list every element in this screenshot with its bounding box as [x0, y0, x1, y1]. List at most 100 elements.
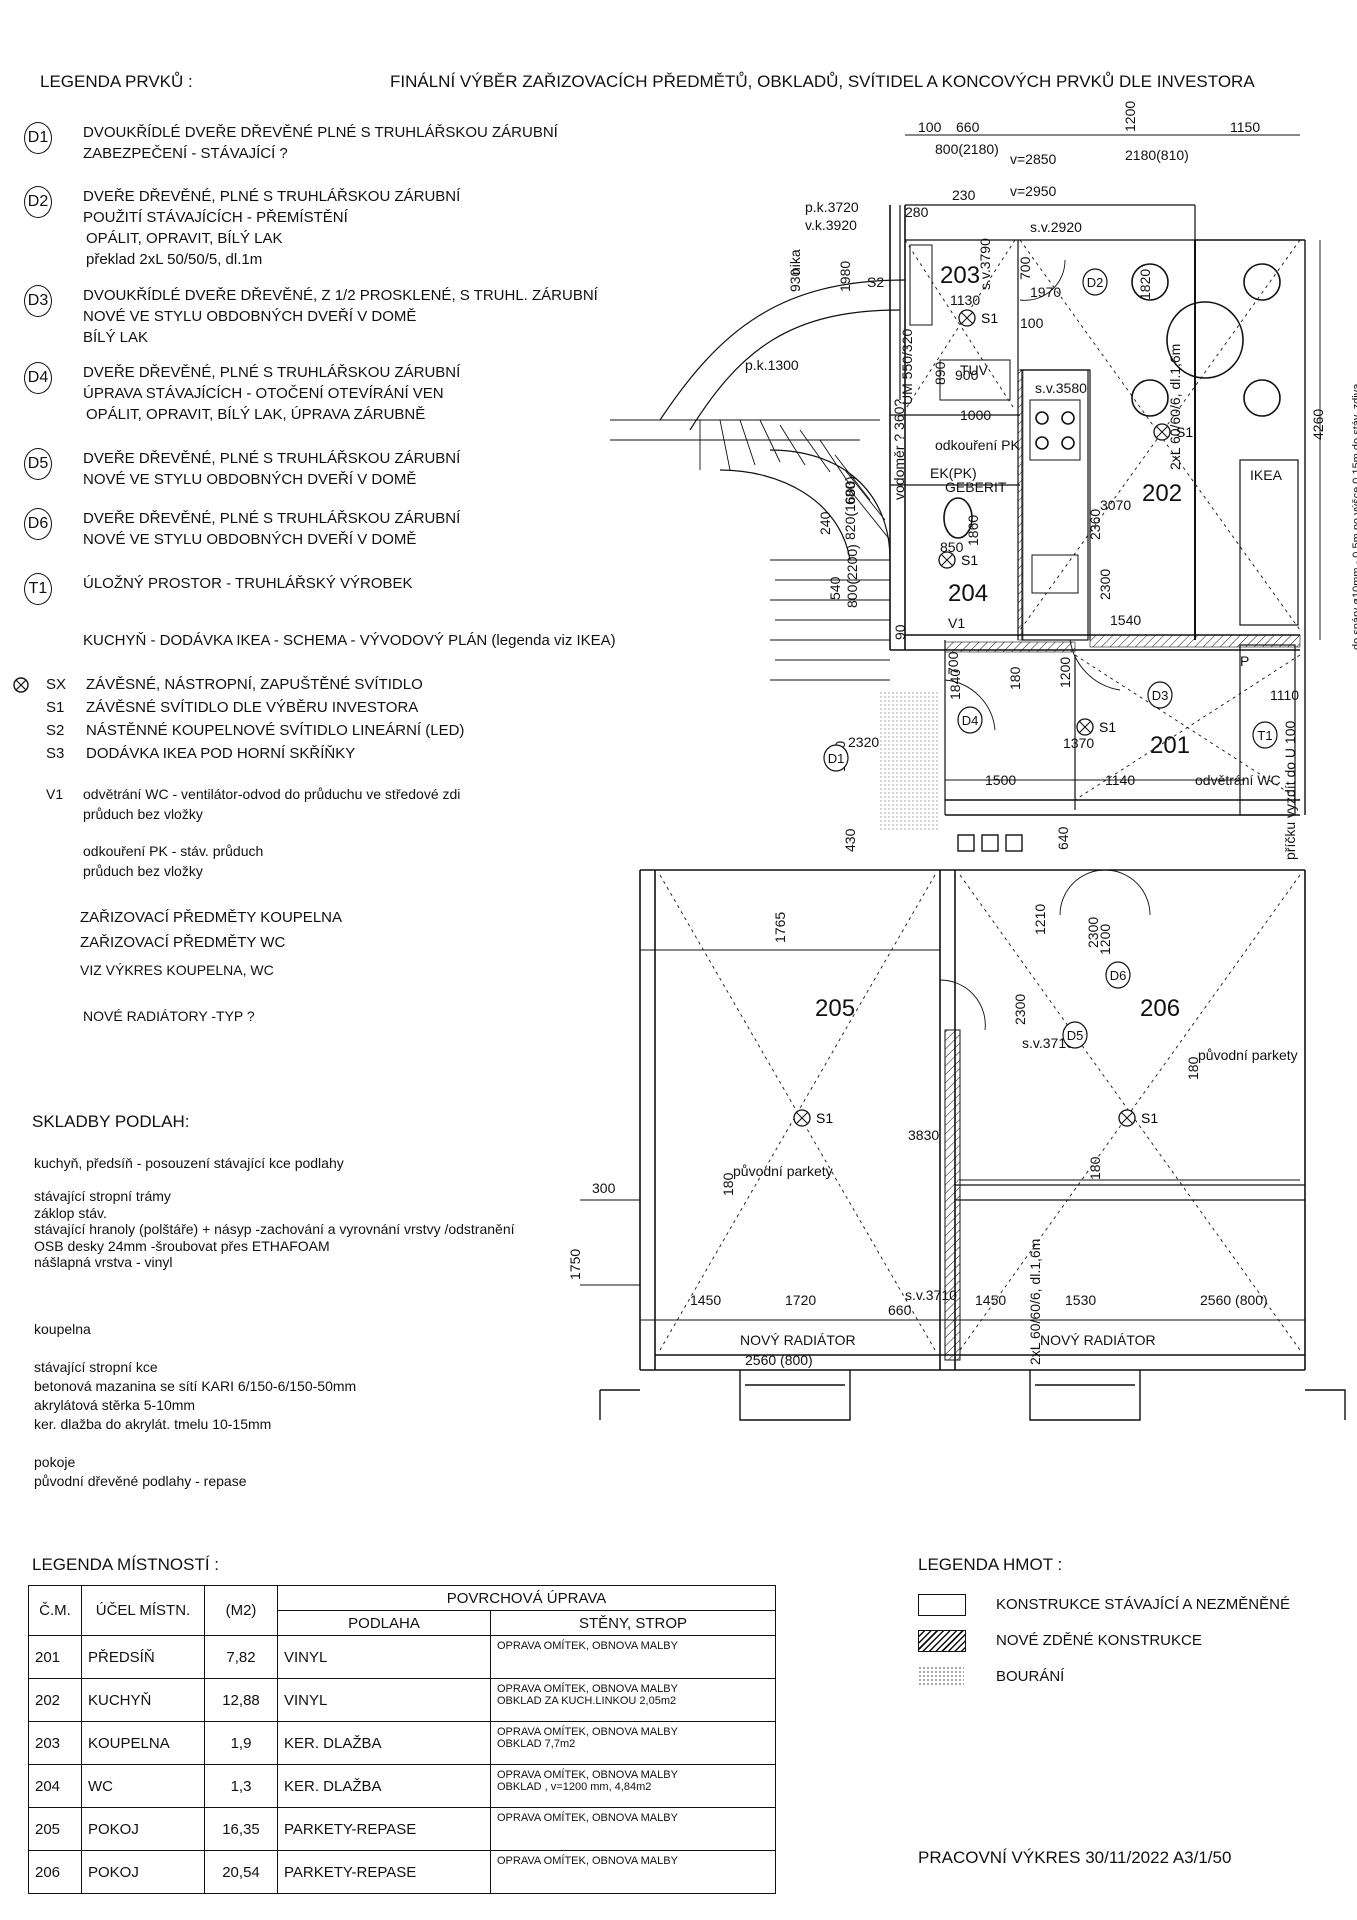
v1-code: V1: [46, 786, 64, 802]
plan-dim-label: 820(1600): [842, 476, 858, 540]
cell-walls: OPRAVA OMÍTEK, OBNOVA MALBY OBKLAD 7,7m2: [490, 1721, 776, 1765]
cell-area: 1,3: [204, 1764, 278, 1808]
plan-dim-label: 1370: [1063, 735, 1094, 751]
plan-dim-label: v.k.3920: [805, 217, 857, 233]
plan-dim-label: 700: [1017, 256, 1033, 280]
door-d2-line: OPÁLIT, OPRAVIT, BÍLÝ LAK: [86, 230, 283, 247]
plan-dim-label: příčku vyzdít do U 100: [1282, 720, 1298, 860]
plan-dim-label: 1720: [785, 1292, 816, 1308]
plan-dim-label: 2180(810): [1125, 147, 1189, 163]
v1-line-2: průduch bez vložky: [83, 806, 203, 822]
plan-dim-label: 2560 (800): [1200, 1292, 1268, 1308]
col-floor: PODLAHA: [277, 1610, 491, 1636]
cell-purpose: POKOJ: [81, 1807, 205, 1851]
floorsB-line: koupelna: [34, 1321, 91, 1337]
plan-dim-label: P: [1240, 653, 1249, 669]
plan-dim-label: 700: [945, 651, 961, 675]
plan-door-marker: [823, 744, 849, 772]
ceiling-light-icon: [958, 309, 976, 327]
ceiling-light-icon: [793, 1109, 811, 1127]
cell-floor: VINYL: [277, 1678, 491, 1722]
radiators-note: NOVÉ RADIÁTORY -TYP ?: [83, 1008, 255, 1024]
light-label: S1: [1141, 1110, 1158, 1126]
cell-area: 7,82: [204, 1635, 278, 1679]
room-205-label: 205: [815, 995, 856, 1022]
cell-area: 1,9: [204, 1721, 278, 1765]
floors-bath: koupelna stávající stropní kce betonová m…: [34, 1320, 356, 1491]
door-d3-line: BÍLÝ LAK: [83, 329, 149, 346]
plan-dim-label: 1150: [1230, 119, 1260, 135]
floorsK-line: záklop stáv.: [34, 1204, 107, 1221]
plan-dim-label: S2: [867, 274, 884, 290]
door-d2-line: POUŽITÍ STÁVAJÍCÍCH - PŘEMÍSTĚNÍ: [83, 209, 348, 226]
rooms-table: Č.M. ÚČEL MÍSTN. (M2) POVRCHOVÁ ÚPRAVA P…: [28, 1585, 776, 1894]
plan-dim-label: 850: [940, 539, 964, 555]
door-d4-line: OPÁLIT, OPRAVIT, BÍLÝ LAK, ÚPRAVA ZÁRUBN…: [86, 406, 426, 423]
plan-dim-label: 930: [787, 268, 803, 292]
plan-dim-label: 1540: [1110, 612, 1141, 628]
cell-walls: OPRAVA OMÍTEK, OBNOVA MALBY: [490, 1850, 776, 1894]
door-t1-line: ÚLOŽNÝ PROSTOR - TRUHLÁŘSKÝ VÝROBEK: [83, 575, 413, 592]
room-204-label: 204: [948, 580, 989, 607]
plan-dim-label: 800(2200): [844, 544, 860, 608]
plan-dim-label: p.k.3720: [805, 199, 859, 215]
materials-legend-title: LEGENDA HMOT :: [918, 1555, 1063, 1574]
plan-dim-label: nika: [787, 249, 803, 275]
door-badge-d4: D4: [24, 362, 52, 394]
door-d5-line: DVEŘE DŘEVĚNÉ, PLNÉ S TRUHLÁŘSKOU ZÁRUBN…: [83, 450, 461, 467]
plan-dim-label: 1450: [690, 1292, 721, 1308]
light-code-sx: SX: [46, 676, 67, 693]
door-badge-d1: D1: [24, 122, 52, 154]
material-new: NOVÉ ZDĚNÉ KONSTRUKCE: [996, 1632, 1202, 1649]
plan-dim-label: v=2850: [1010, 151, 1057, 167]
floorsB-line: betonová mazanina se sítí KARI 6/150-6/1…: [34, 1378, 357, 1394]
plan-dim-label: 100: [1020, 315, 1044, 331]
floorsK-line: stávající hranoly (polštáře) + násyp -za…: [34, 1221, 515, 1237]
room-206-label: 206: [1140, 995, 1181, 1022]
plan-dim-label: 1500: [985, 772, 1016, 788]
plan-dim-label: s.v.3580: [1035, 380, 1087, 396]
ceiling-light-icon: [938, 551, 956, 569]
ceiling-light-icon: [1076, 718, 1094, 736]
plan-dim-label: 1980: [837, 261, 853, 292]
plan-dim-label: 2xL 60/60/6, dl.1,6m: [1167, 344, 1183, 470]
rooms-legend-title: LEGENDA MÍSTNOSTÍ :: [32, 1555, 220, 1574]
plan-dim-label: 1970: [1030, 284, 1061, 300]
plan-dim-label: 3830: [908, 1127, 939, 1143]
door-d3-line: NOVÉ VE STYLU OBDOBNÝCH DVEŘÍ V DOMĚ: [83, 308, 417, 325]
fixtures-line-1: ZAŘIZOVACÍ PŘEDMĚTY KOUPELNA: [80, 909, 342, 926]
cell-floor: KER. DLAŽBA: [277, 1721, 491, 1765]
footer-stamp: PRACOVNÍ VÝKRES 30/11/2022 A3/1/50: [918, 1848, 1232, 1867]
plan-dim-label: 890: [932, 361, 948, 385]
floors-title: SKLADBY PODLAH:: [32, 1112, 190, 1131]
plan-door-label: D1: [828, 751, 845, 766]
room-201-label: 201: [1150, 732, 1191, 759]
floorsB-line: stávající stropní kce: [34, 1359, 158, 1375]
plan-dim-label: 1000: [960, 407, 991, 423]
light-symbol-icon: [13, 677, 29, 693]
plan-dim-label: 1200: [1057, 657, 1073, 688]
room-203-label: 203: [940, 262, 981, 289]
west-wall-upper: [889, 205, 906, 650]
plan-dim-label: NOVÝ RADIÁTOR: [740, 1332, 856, 1348]
kitchen-note: KUCHYŇ - DODÁVKA IKEA - SCHEMA - VÝVODOV…: [83, 632, 616, 649]
light-label: S1: [1176, 424, 1193, 440]
plan-dim-label: 640: [1055, 826, 1071, 850]
door-d2-line: DVEŘE DŘEVĚNÉ, PLNÉ S TRUHLÁŘSKOU ZÁRUBN…: [83, 188, 461, 205]
plan-dim-label: s.v.3710: [905, 1287, 957, 1303]
plan-door-marker: [1105, 961, 1131, 989]
plan-dim-label: 1860: [965, 515, 981, 546]
new-wall-swatch: [918, 1630, 966, 1652]
plan-dim-label: 1450: [975, 1292, 1006, 1308]
cell-floor: PARKETY-REPASE: [277, 1850, 491, 1894]
col-area: (M2): [204, 1585, 278, 1636]
cell-purpose: KOUPELNA: [81, 1721, 205, 1765]
door-badge-d3: D3: [24, 285, 52, 317]
plan-dim-label: V1: [948, 615, 965, 631]
door-d1-line: ZABEZPEČENÍ - STÁVAJÍCÍ ?: [83, 145, 288, 162]
door-d4-line: DVEŘE DŘEVĚNÉ, PLNÉ S TRUHLÁŘSKOU ZÁRUBN…: [83, 364, 461, 381]
door-d5-line: NOVÉ VE STYLU OBDOBNÝCH DVEŘÍ V DOMĚ: [83, 471, 417, 488]
plan-door-label: D6: [1110, 968, 1127, 983]
